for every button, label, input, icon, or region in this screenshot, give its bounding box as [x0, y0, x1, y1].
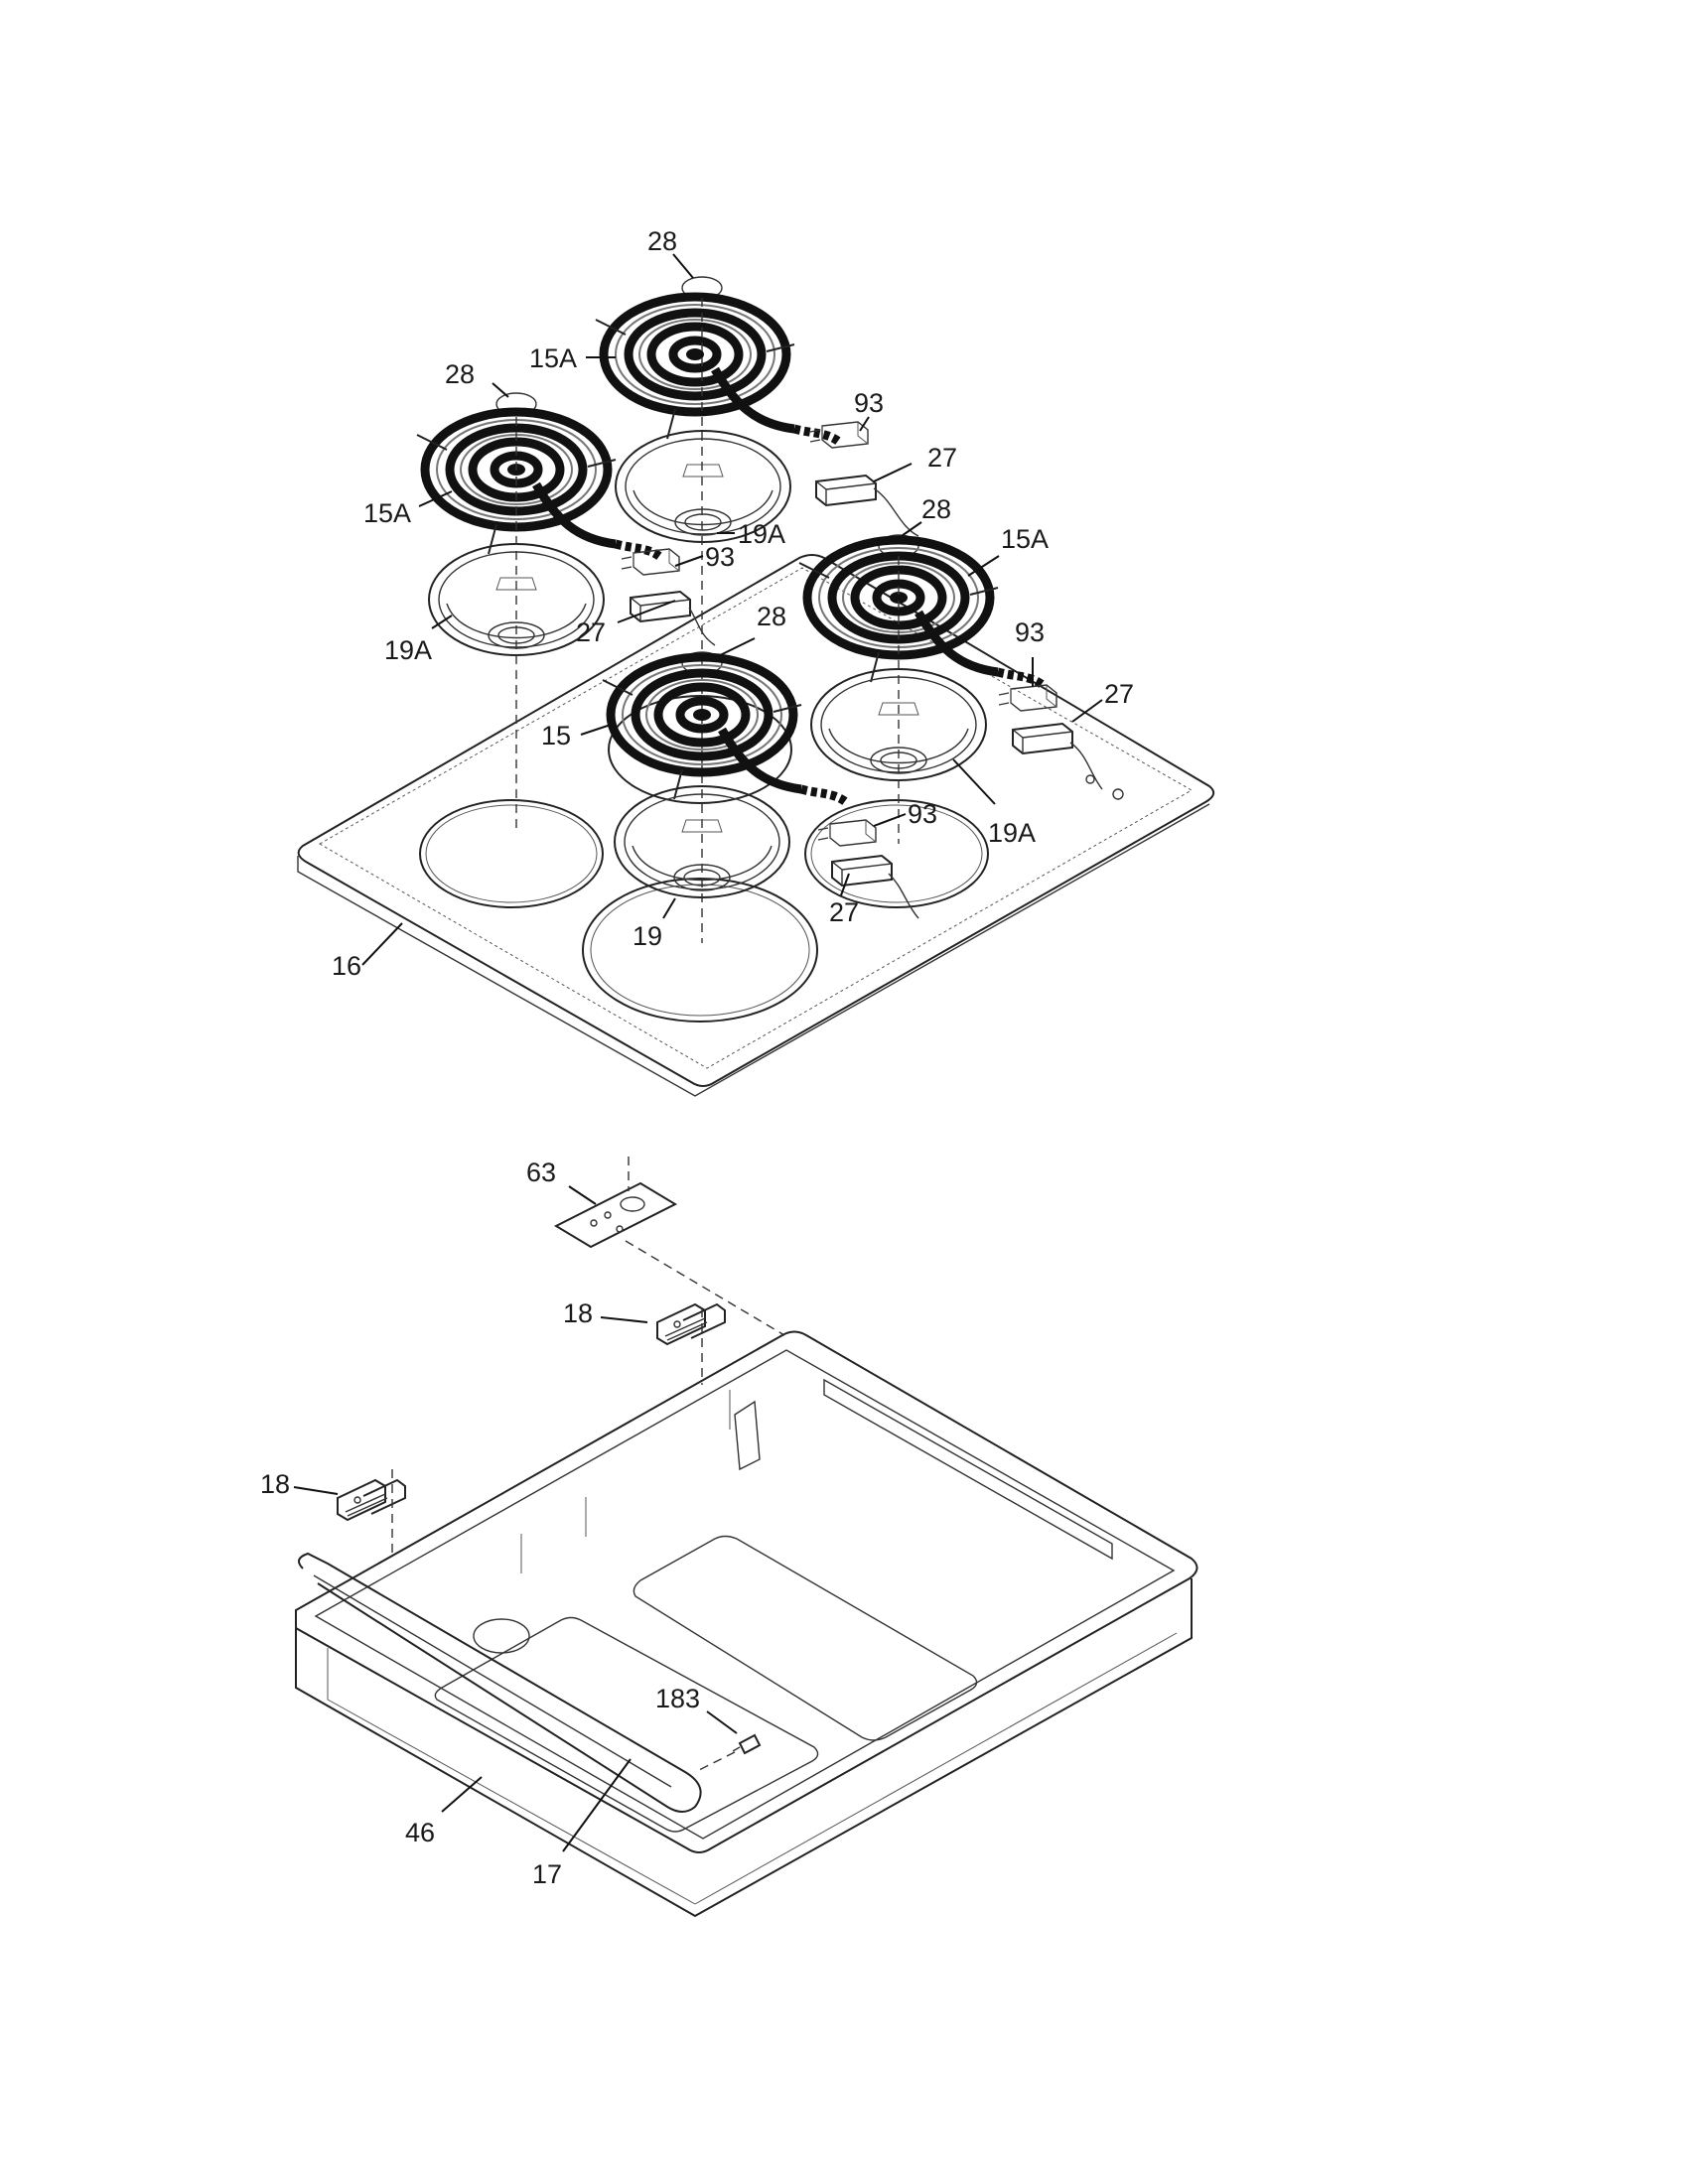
callout-block-4: 27 — [829, 897, 859, 927]
callout-pan-2: 19A — [384, 635, 432, 665]
burner-opening-back-right — [804, 799, 989, 908]
callout-block-2: 27 — [576, 617, 606, 647]
callout-element-3: 15A — [1001, 524, 1049, 554]
callout-clip-3: 93 — [1015, 617, 1045, 647]
terminal-block — [1012, 723, 1073, 754]
surface-element-coil — [799, 540, 1043, 685]
terminal-clip — [621, 548, 680, 576]
callout-cap-2: 28 — [445, 359, 475, 389]
hinge — [656, 1303, 726, 1345]
callout-element-4: 15 — [541, 721, 571, 751]
support-rod — [298, 1552, 702, 1813]
terminal-clip — [998, 684, 1057, 712]
cooktop-assembly — [297, 276, 1215, 1097]
callout-labels: 28 28 28 28 15A 15A 15A 15 19A 19A 19A 1… — [260, 226, 1134, 1889]
tray-assembly — [295, 1157, 1198, 1918]
callout-drip-tray: 46 — [405, 1818, 435, 1847]
hinge — [337, 1479, 406, 1521]
surface-element-coil — [417, 412, 660, 557]
callout-clip-1: 93 — [854, 388, 884, 418]
callout-clip-4: 93 — [908, 799, 937, 829]
drip-tray-outline — [295, 1330, 1198, 1853]
terminal-block — [831, 855, 893, 887]
callout-block-1: 27 — [927, 443, 957, 473]
cooktop-outline — [297, 554, 1215, 1087]
burner-opening-front-right — [582, 878, 818, 1023]
terminal-clip — [817, 819, 877, 847]
callout-pan-4: 19 — [633, 921, 662, 951]
surface-element-coil — [596, 297, 839, 442]
callout-clip-2: 93 — [705, 542, 735, 572]
terminal-block — [815, 475, 877, 506]
callout-hinge-2: 18 — [260, 1469, 290, 1499]
screw — [738, 1733, 762, 1755]
callout-plate: 63 — [526, 1158, 556, 1187]
burner-opening-back-left — [608, 695, 792, 804]
leader-lines — [293, 253, 1103, 1852]
callout-screw: 183 — [655, 1684, 700, 1713]
mounting-plate — [553, 1181, 678, 1249]
callout-cooktop: 16 — [332, 951, 361, 981]
callout-cap-3: 28 — [921, 494, 951, 524]
callout-block-3: 27 — [1104, 679, 1134, 709]
callout-cap-1: 28 — [647, 226, 677, 256]
callout-element-1: 15A — [529, 343, 577, 373]
callout-cap-4: 28 — [757, 602, 786, 631]
callout-hinge-1: 18 — [563, 1298, 593, 1328]
callout-support-rod: 17 — [532, 1859, 562, 1889]
callout-pan-1: 19A — [738, 519, 785, 549]
callout-element-2: 15A — [363, 498, 411, 528]
surface-element-coil — [603, 657, 846, 802]
callout-pan-3: 19A — [988, 818, 1036, 848]
burner-opening-front-left — [419, 799, 604, 908]
